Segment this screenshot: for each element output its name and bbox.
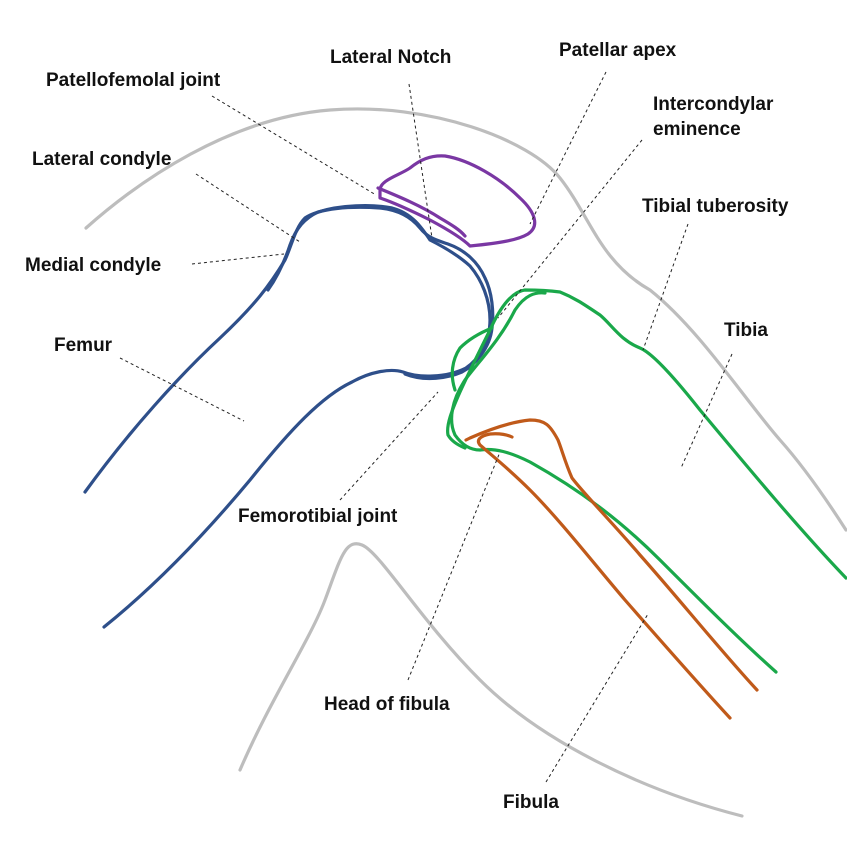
tibia-posterior-contour <box>450 291 778 674</box>
label-intercondylar-eminence-line2: eminence <box>653 119 741 140</box>
tibia-outline <box>446 288 847 674</box>
leader-medial-condyle <box>191 253 285 265</box>
leader-fibula <box>545 613 649 783</box>
femur-outer-contour <box>83 205 495 494</box>
skin-outline <box>84 107 847 818</box>
patella-contour <box>378 154 537 248</box>
skin-outline-lower <box>238 542 744 818</box>
label-lateral-condyle: Lateral condyle <box>32 149 171 170</box>
label-femorotibial-joint: Femorotibial joint <box>238 506 398 527</box>
leader-patellofemoral-joint <box>211 95 377 196</box>
label-tibia: Tibia <box>724 320 768 341</box>
label-femur: Femur <box>54 335 113 356</box>
label-intercondylar-eminence-line1: Intercondylar <box>653 94 774 115</box>
leader-tibial-tuberosity <box>642 223 689 351</box>
fibula-anterior-contour <box>464 418 759 692</box>
label-tibial-tuberosity: Tibial tuberosity <box>642 196 789 217</box>
femur-inner-contour <box>102 204 492 629</box>
patella-outline <box>376 154 537 248</box>
label-patellofemoral-joint: Patellofemolal joint <box>46 70 221 91</box>
labels: Lateral Notch Patellar apex Patellofemol… <box>25 40 789 813</box>
tibia-plateau-contour <box>450 326 494 392</box>
fibula-posterior-contour <box>476 432 732 720</box>
leader-lateral-notch <box>408 83 433 239</box>
skin-outline-upper <box>84 107 847 532</box>
label-medial-condyle: Medial condyle <box>25 255 161 276</box>
leader-tibia <box>680 353 733 469</box>
label-head-of-fibula: Head of fibula <box>324 694 450 715</box>
label-lateral-notch: Lateral Notch <box>330 47 451 68</box>
leader-patellar-apex <box>529 71 607 225</box>
leader-lines <box>119 71 733 783</box>
leader-lateral-condyle <box>195 173 301 243</box>
leader-femur <box>119 357 245 422</box>
leader-femorotibial-joint <box>339 391 439 501</box>
leader-intercondylar-eminence <box>497 139 643 319</box>
fibula-outline <box>464 418 759 720</box>
patella-articular-surface <box>376 186 467 238</box>
label-fibula: Fibula <box>503 792 559 813</box>
label-patellar-apex: Patellar apex <box>559 40 677 61</box>
femur-outline <box>83 204 495 629</box>
leader-head-of-fibula <box>407 451 501 681</box>
